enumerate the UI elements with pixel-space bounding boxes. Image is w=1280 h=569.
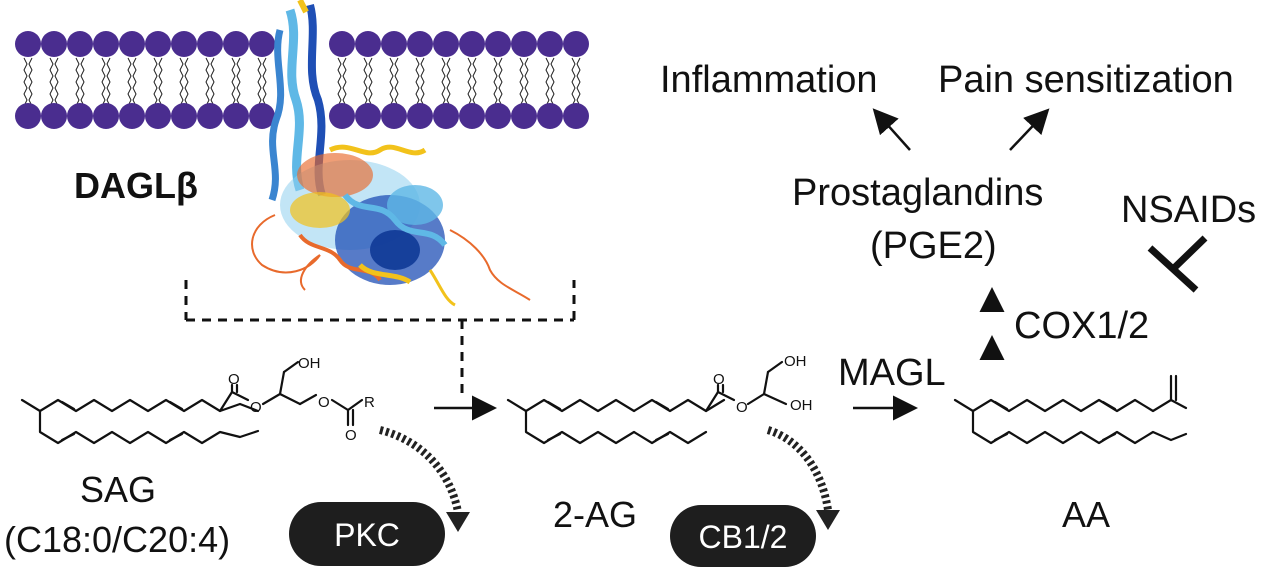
lipid-head <box>485 31 511 57</box>
lipid-head <box>433 103 459 129</box>
sag-composition-label: (C18:0/C20:4) <box>4 519 230 560</box>
2ag-structure: O O OH OH <box>506 353 813 445</box>
aa-label: AA <box>1062 494 1110 535</box>
lipid-head <box>459 103 485 129</box>
lipid-head <box>459 31 485 57</box>
inflammation-label: Inflammation <box>660 59 878 101</box>
2ag-carbonyl-o: O <box>713 371 725 388</box>
lipid-head <box>511 31 537 57</box>
lipid-tail <box>363 57 373 107</box>
pge2-label: (PGE2) <box>870 225 997 267</box>
lipid-head <box>171 103 197 129</box>
lipid-tail <box>205 57 215 107</box>
lipid-head <box>41 31 67 57</box>
lipid-tail <box>389 57 399 107</box>
lipid-bilayer <box>15 31 589 129</box>
lipid-tail <box>545 57 555 107</box>
lipid-head <box>119 103 145 129</box>
arrow-to-inflammation <box>872 108 911 151</box>
lipid-head <box>223 31 249 57</box>
nsaids-label: NSAIDs <box>1121 189 1256 231</box>
lipid-head <box>433 31 459 57</box>
cox-label: COX1/2 <box>1014 305 1149 347</box>
lipid-head <box>15 31 41 57</box>
sag-structure: O O OH O R O <box>20 355 375 445</box>
lipid-head <box>41 103 67 129</box>
lipid-head <box>223 103 249 129</box>
lipid-tail <box>441 57 451 107</box>
prostaglandin-effect-arrows <box>872 108 1050 151</box>
lipid-head <box>67 103 93 129</box>
sag-label: SAG <box>80 469 156 510</box>
lipid-tail <box>415 57 425 107</box>
magl-label: MAGL <box>838 352 946 394</box>
2ag-label: 2-AG <box>553 494 637 535</box>
lipid-head <box>145 103 171 129</box>
lipid-head <box>537 31 563 57</box>
lipid-head <box>329 31 355 57</box>
lipid-head <box>15 103 41 129</box>
lipid-head <box>249 31 275 57</box>
lipid-head <box>381 31 407 57</box>
lipid-tail <box>571 57 581 107</box>
protein-label: DAGLβ <box>74 165 198 206</box>
lipid-head <box>563 103 589 129</box>
lipid-head <box>485 103 511 129</box>
daglb-protein-structure <box>251 0 531 307</box>
lipid-head <box>145 31 171 57</box>
lipid-tail <box>467 57 477 107</box>
2ag-hydroxyl-1: OH <box>784 353 807 370</box>
lipid-head <box>119 31 145 57</box>
signaling-arrows <box>378 426 840 532</box>
lipid-head <box>511 103 537 129</box>
lipid-head <box>407 103 433 129</box>
2ag-ester-o: O <box>736 399 748 416</box>
lipid-head <box>563 31 589 57</box>
sag-hydroxyl: OH <box>298 355 321 372</box>
prostaglandins-label: Prostaglandins <box>792 172 1043 214</box>
daglb-bracket <box>184 280 576 395</box>
cb-pill: CB1/2 <box>670 505 816 567</box>
pkc-label: PKC <box>334 517 400 553</box>
aa-structure <box>953 374 1188 445</box>
lipid-head <box>355 31 381 57</box>
sag-carbonyl-o2: O <box>345 427 357 444</box>
sag-ester-o2: O <box>318 394 330 411</box>
sag-ester-o: O <box>250 399 262 416</box>
lipid-tail <box>75 57 85 107</box>
lipid-head <box>197 103 223 129</box>
lipid-head <box>93 103 119 129</box>
sag-carbonyl-o: O <box>228 371 240 388</box>
sag-r-group: R <box>364 394 375 411</box>
cb-label: CB1/2 <box>699 519 788 555</box>
lipid-tail <box>101 57 111 107</box>
lipid-head <box>381 103 407 129</box>
arrow-to-pain <box>1009 108 1050 151</box>
lipid-tail <box>49 57 59 107</box>
nsaids-inhibition-mark <box>1147 235 1208 293</box>
lipid-tail <box>179 57 189 107</box>
lipid-tail <box>337 57 347 107</box>
lipid-tail <box>257 57 267 107</box>
lipid-head <box>249 103 275 129</box>
lipid-head <box>93 31 119 57</box>
pkc-pill: PKC <box>289 502 445 566</box>
2ag-hydroxyl-2: OH <box>790 397 813 414</box>
lipid-tail <box>153 57 163 107</box>
lipid-head <box>407 31 433 57</box>
lipid-head <box>197 31 223 57</box>
lipid-head <box>171 31 197 57</box>
lipid-head <box>329 103 355 129</box>
lipid-tail <box>231 57 241 107</box>
lipid-tail <box>23 57 33 107</box>
lipid-tail <box>127 57 137 107</box>
pain-sensitization-label: Pain sensitization <box>938 59 1234 101</box>
lipid-head <box>67 31 93 57</box>
lipid-tail <box>493 57 503 107</box>
lipid-head <box>355 103 381 129</box>
lipid-tail <box>519 57 529 107</box>
lipid-head <box>537 103 563 129</box>
